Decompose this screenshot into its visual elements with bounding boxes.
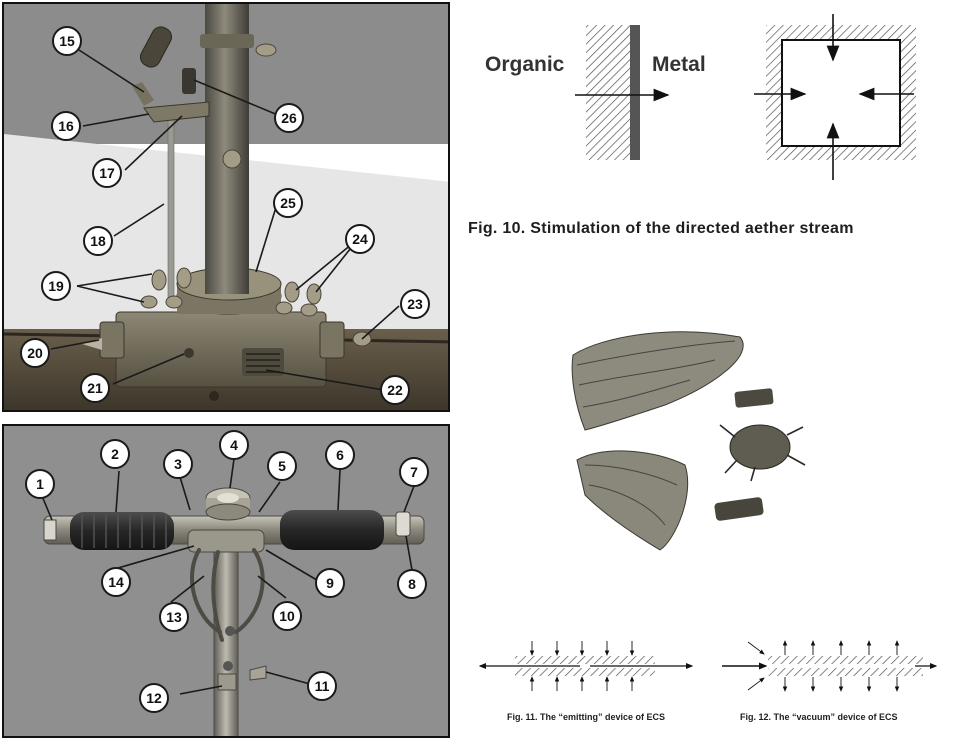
callout-3: 3	[163, 449, 193, 479]
callout-16: 16	[51, 111, 81, 141]
callout-17: 17	[92, 158, 122, 188]
callout-25: 25	[273, 188, 303, 218]
device-photo-top: 15 16 17 18 19 20 21 22 23 24 25 26	[2, 2, 450, 412]
callout-22: 22	[380, 375, 410, 405]
callout-15: 15	[52, 26, 82, 56]
fig10-right-diagram	[754, 14, 916, 180]
callout-11: 11	[307, 671, 337, 701]
callout-1: 1	[25, 469, 55, 499]
callout-21: 21	[80, 373, 110, 403]
fig10-left-diagram	[575, 25, 670, 160]
fig10-organic-label: Organic	[485, 53, 565, 76]
callout-14: 14	[101, 567, 131, 597]
callout-19: 19	[41, 271, 71, 301]
fig11-caption: Fig. 11. The “emitting” device of ECS	[507, 712, 666, 722]
callout-24: 24	[345, 224, 375, 254]
callout-9: 9	[315, 568, 345, 598]
callout-8: 8	[397, 569, 427, 599]
callout-26: 26	[274, 103, 304, 133]
fig10-caption: Fig. 10. Stimulation of the directed aet…	[468, 220, 854, 237]
fig12-caption: Fig. 12. The “vacuum” device of ECS	[740, 712, 898, 722]
figures-diagram-layer	[478, 14, 938, 692]
callout-20: 20	[20, 338, 50, 368]
fig12-vacuum-diagram	[722, 640, 938, 692]
device-photo-bottom: 1 2 3 4 5 6 7 8 9 10 11 12 13 14	[2, 424, 450, 738]
callout-6: 6	[325, 440, 355, 470]
callout-12: 12	[139, 683, 169, 713]
callout-7: 7	[399, 457, 429, 487]
callout-13: 13	[159, 602, 189, 632]
device-base-illustration	[4, 4, 448, 410]
callout-23: 23	[400, 289, 430, 319]
fig10-metal-label: Metal	[652, 53, 706, 76]
callout-4: 4	[219, 430, 249, 460]
callout-5: 5	[267, 451, 297, 481]
fig11-emitting-diagram	[478, 641, 694, 691]
callout-18: 18	[83, 226, 113, 256]
callout-2: 2	[100, 439, 130, 469]
insect-wings-photo	[571, 331, 806, 551]
device-handle-illustration	[4, 426, 448, 736]
callout-10: 10	[272, 601, 302, 631]
